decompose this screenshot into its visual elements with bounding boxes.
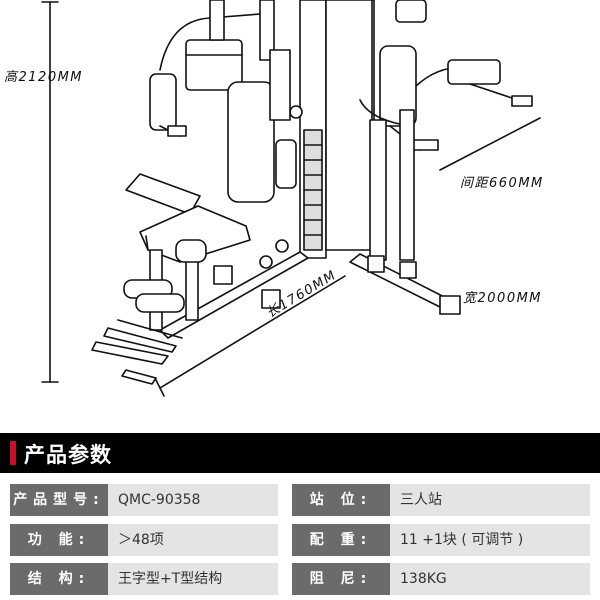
spec-label-resistance: 阻 尼: xyxy=(292,563,390,595)
seat-and-backrest xyxy=(227,49,303,269)
header-accent-bar xyxy=(10,441,16,465)
gym-equipment-diagram xyxy=(41,0,541,397)
spec-label-structure: 结 构: xyxy=(10,563,108,595)
main-tower xyxy=(299,0,375,259)
spec-row: 产品型号: QMC-90358 站 位: 三人站 xyxy=(10,484,590,516)
spec-label-weight-stack: 配 重: xyxy=(292,524,390,556)
spec-label-stations: 站 位: xyxy=(292,484,390,516)
spec-value-resistance: 138KG xyxy=(390,563,590,595)
spec-value-stations: 三人站 xyxy=(390,484,590,516)
spacing-dimension-line xyxy=(439,117,541,171)
spec-label-model: 产品型号: xyxy=(10,484,108,516)
width-dimension-label: 宽2000MM xyxy=(463,291,543,306)
chest-press-station xyxy=(149,0,275,137)
spec-value-structure: 王字型+T型结构 xyxy=(108,563,278,595)
leg-curl-bench xyxy=(91,173,251,385)
spacing-dimension-label: 间距660MM xyxy=(460,176,544,191)
height-dimension-label: 高2120MM xyxy=(4,70,84,85)
spec-value-weight-stack: 11 +1块 ( 可调节 ) xyxy=(390,524,590,556)
section-header: 产品参数 xyxy=(0,433,600,473)
dip-station xyxy=(359,0,533,261)
spec-value-model: QMC-90358 xyxy=(108,484,278,516)
spec-label-functions: 功 能: xyxy=(10,524,108,556)
height-dimension-line xyxy=(41,1,59,383)
length-dimension-line xyxy=(155,275,346,397)
spec-row: 结 构: 王字型+T型结构 阻 尼: 138KG xyxy=(10,563,590,595)
spec-row: 功 能: ＞48项 配 重: 11 +1块 ( 可调节 ) xyxy=(10,524,590,556)
spec-value-functions: ＞48项 xyxy=(108,524,278,556)
section-title: 产品参数 xyxy=(24,443,112,467)
